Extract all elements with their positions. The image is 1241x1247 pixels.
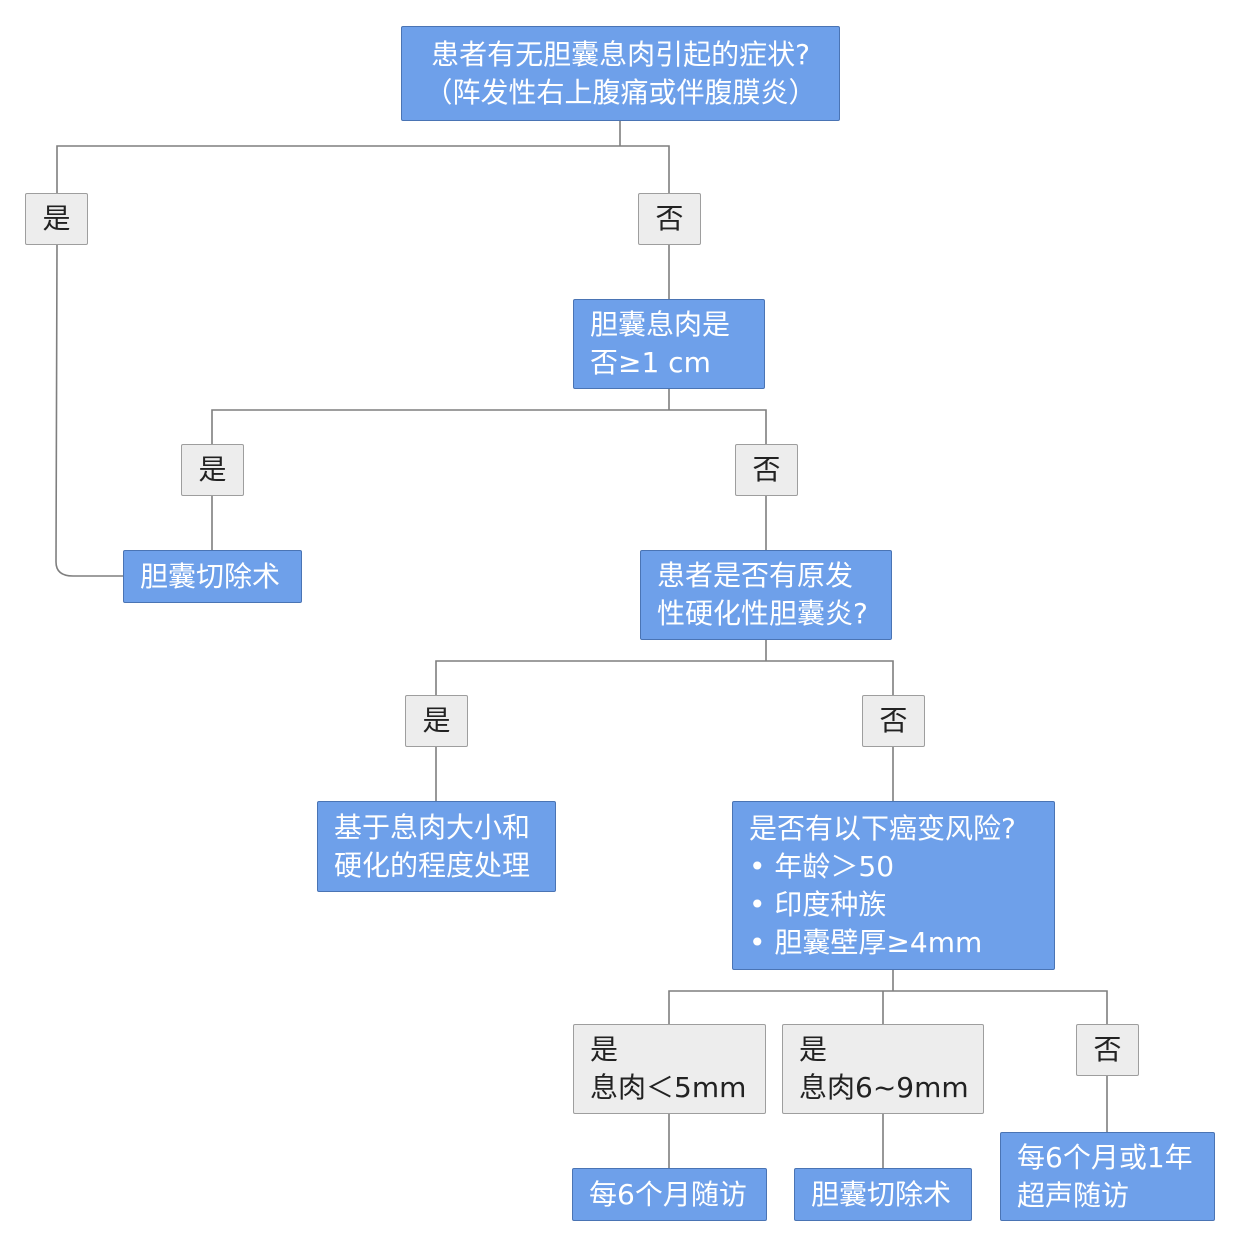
connector-psc-split — [435, 660, 894, 695]
connector-yes1-to-surgery — [55, 244, 124, 577]
root-question-line2: （阵发性右上腹痛或伴腹膜炎） — [424, 75, 817, 109]
branch4-yes-small-line1: 是 — [590, 1033, 619, 1066]
branch1-yes-label: 是 — [25, 193, 88, 245]
followup-6-months-box: 每6个月随访 — [572, 1168, 767, 1221]
risk-item-wall-thickness: • 胆囊壁厚≥4mm — [749, 925, 983, 959]
branch3-yes-label: 是 — [405, 695, 468, 747]
cholecystectomy-text-1: 胆囊切除术 — [140, 559, 281, 593]
branch4-no-text: 否 — [1093, 1033, 1122, 1066]
ultrasound-followup-line2: 超声随访 — [1017, 1178, 1130, 1212]
branch3-no-label: 否 — [862, 695, 925, 747]
branch3-no-text: 否 — [879, 704, 908, 737]
branch2-yes-text: 是 — [198, 453, 227, 486]
cholecystectomy-box-1: 胆囊切除术 — [123, 550, 302, 603]
polyp-size-question-line2: 否≥1 cm — [590, 346, 711, 379]
risk-item-age: • 年龄＞50 — [749, 849, 895, 883]
branch4-yes-small-label: 是 息肉＜5mm — [573, 1024, 766, 1114]
risk-item-ethnicity: • 印度种族 — [749, 887, 887, 921]
branch3-yes-text: 是 — [422, 704, 451, 737]
branch4-yes-mid-line1: 是 — [799, 1033, 828, 1066]
polyp-size-question-box: 胆囊息肉是 否≥1 cm — [573, 299, 765, 389]
root-question-line1: 患者有无胆囊息肉引起的症状? — [431, 37, 810, 71]
branch1-no-label: 否 — [638, 193, 701, 245]
psc-question-line2: 性硬化性胆囊炎? — [657, 597, 868, 630]
connector-size-split — [211, 409, 767, 444]
branch1-yes-text: 是 — [42, 202, 71, 235]
polyp-size-question-line1: 胆囊息肉是 — [590, 308, 731, 341]
branch4-yes-mid-label: 是 息肉6~9mm — [782, 1024, 984, 1114]
root-question-box: 患者有无胆囊息肉引起的症状? （阵发性右上腹痛或伴腹膜炎） — [401, 26, 840, 121]
connector-risk-split — [668, 990, 1108, 1024]
cholecystectomy-text-2: 胆囊切除术 — [811, 1177, 952, 1211]
size-sclerosis-management-box: 基于息肉大小和 硬化的程度处理 — [317, 801, 556, 892]
followup-6-months-text: 每6个月随访 — [589, 1177, 747, 1211]
cholecystectomy-box-2: 胆囊切除术 — [794, 1168, 972, 1221]
size-sclerosis-line1: 基于息肉大小和 — [334, 810, 531, 844]
psc-question-line1: 患者是否有原发 — [657, 559, 854, 592]
branch2-yes-label: 是 — [181, 444, 244, 496]
branch4-no-label: 否 — [1076, 1024, 1139, 1076]
cancer-risk-title: 是否有以下癌变风险? — [749, 811, 1016, 845]
ultrasound-followup-box: 每6个月或1年 超声随访 — [1000, 1132, 1215, 1221]
ultrasound-followup-line1: 每6个月或1年 — [1017, 1140, 1193, 1174]
psc-question-box: 患者是否有原发 性硬化性胆囊炎? — [640, 550, 892, 640]
branch4-yes-small-line2: 息肉＜5mm — [590, 1071, 747, 1104]
connector-root-split — [56, 145, 670, 193]
branch2-no-text: 否 — [752, 453, 781, 486]
branch4-yes-mid-line2: 息肉6~9mm — [799, 1071, 969, 1104]
branch2-no-label: 否 — [735, 444, 798, 496]
size-sclerosis-line2: 硬化的程度处理 — [334, 848, 531, 882]
cancer-risk-question-box: 是否有以下癌变风险? • 年龄＞50 • 印度种族 • 胆囊壁厚≥4mm — [732, 801, 1055, 970]
branch1-no-text: 否 — [655, 202, 684, 235]
